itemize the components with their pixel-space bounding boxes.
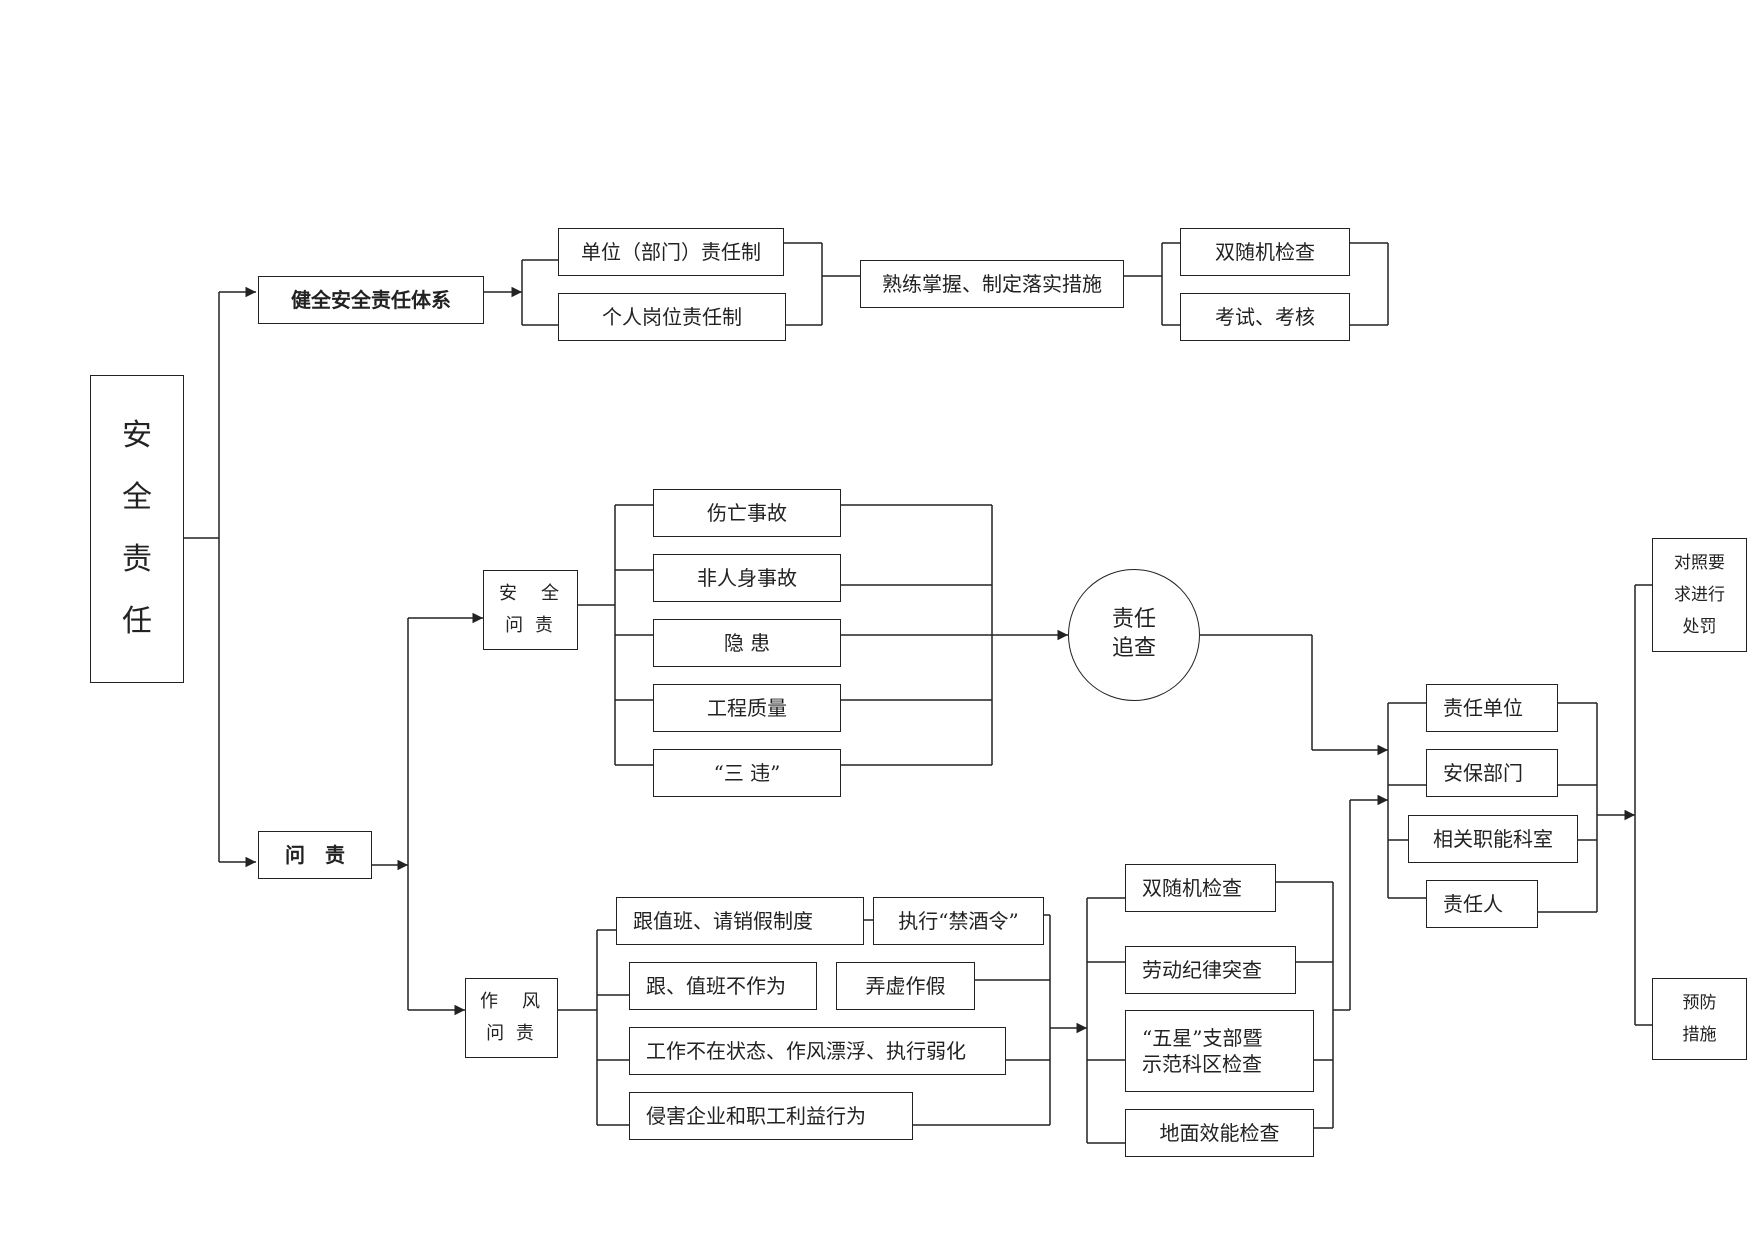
- labor-discipline-check-box: 劳动纪律突查: [1125, 946, 1296, 994]
- non-personal-accident-box: 非人身事故: [653, 554, 841, 602]
- alcohol-ban-box: 执行“禁酒令”: [873, 897, 1044, 945]
- branch-system-title: 健全安全责任体系: [258, 276, 484, 324]
- exam-assessment-box: 考试、考核: [1180, 293, 1350, 341]
- safety-accountability-box: 安 全 问 责: [483, 570, 578, 650]
- work-attitude-box: 工作不在状态、作风漂浮、执行弱化: [629, 1027, 1006, 1075]
- responsibility-tracing-circle: 责任 追查: [1068, 569, 1200, 701]
- root-safety-responsibility: 安 全 责 任: [90, 375, 184, 683]
- responsible-person-box: 责任人: [1426, 880, 1538, 928]
- upper-random-check-box: 双随机检查: [1180, 228, 1350, 276]
- functional-office-box: 相关职能科室: [1408, 815, 1578, 863]
- punishment-box: 对照要 求进行 处罚: [1652, 538, 1747, 652]
- ground-efficiency-check-box: 地面效能检查: [1125, 1109, 1314, 1157]
- safety-department-box: 安保部门: [1426, 749, 1558, 797]
- duty-leave-system-box: 跟值班、请销假制度: [616, 897, 864, 945]
- branch-accountability-title: 问 责: [258, 831, 372, 879]
- responsible-unit-box: 责任单位: [1426, 684, 1558, 732]
- unit-responsibility-box: 单位（部门）责任制: [558, 228, 784, 276]
- engineering-quality-box: 工程质量: [653, 684, 841, 732]
- lower-random-check-box: 双随机检查: [1125, 864, 1276, 912]
- style-accountability-box: 作 风 问 责: [465, 978, 558, 1058]
- falsification-box: 弄虚作假: [836, 962, 975, 1010]
- duty-inaction-box: 跟、值班不作为: [629, 962, 817, 1010]
- five-star-branch-check-box: “五星”支部暨 示范科区检查: [1125, 1010, 1314, 1092]
- casualty-accident-box: 伤亡事故: [653, 489, 841, 537]
- three-violations-box: “三 违”: [653, 749, 841, 797]
- hidden-danger-box: 隐 患: [653, 619, 841, 667]
- measures-box: 熟练掌握、制定落实措施: [860, 260, 1124, 308]
- prevention-measures-box: 预防 措施: [1652, 978, 1747, 1060]
- personal-responsibility-box: 个人岗位责任制: [558, 293, 786, 341]
- infringing-interests-box: 侵害企业和职工利益行为: [629, 1092, 913, 1140]
